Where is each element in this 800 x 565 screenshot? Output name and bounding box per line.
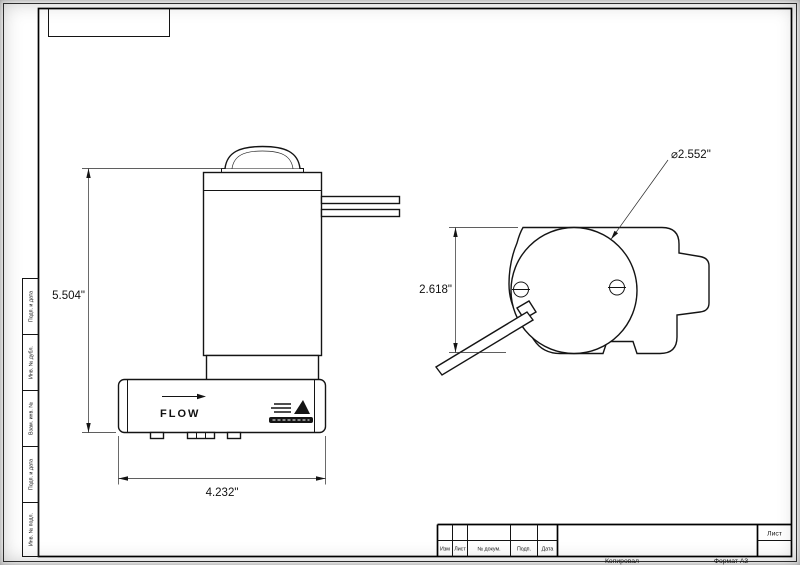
lever-rod bbox=[434, 311, 535, 376]
foot-tab bbox=[186, 431, 216, 440]
sheet-frame: Подп. и дата Инв. № дубл. Взам. инв. № П… bbox=[3, 3, 797, 565]
tb-col-izm: Изм bbox=[440, 547, 450, 553]
dim-diameter-value: ⌀2.552" bbox=[671, 149, 711, 161]
tb-sheet-label: Лист bbox=[767, 531, 782, 538]
tb-col-podp: Подп. bbox=[517, 547, 531, 553]
dimension-height-front: 5.504" bbox=[52, 168, 224, 433]
pump-motor-can bbox=[202, 171, 323, 357]
dimension-width-front: 4.232" bbox=[118, 436, 326, 499]
left-margin-column: Подп. и дата Инв. № дубл. Взам. инв. № П… bbox=[22, 278, 39, 557]
margin-label: Подп. и дата bbox=[29, 459, 35, 490]
copy-label: Копировал bbox=[605, 558, 639, 565]
dim-width-value: 4.232" bbox=[206, 487, 239, 499]
side-view bbox=[434, 226, 710, 376]
dimension-diameter: ⌀2.552" bbox=[610, 149, 711, 240]
topleft-box bbox=[48, 8, 170, 37]
outlet-fitting-top bbox=[320, 195, 401, 205]
tb-col-list: Лист bbox=[454, 547, 466, 553]
foot-tab bbox=[226, 431, 242, 440]
dimension-height-side: 2.618" bbox=[419, 227, 518, 353]
pump-base-housing bbox=[117, 378, 327, 434]
flow-arrow-head bbox=[197, 393, 206, 400]
bore-circle bbox=[510, 226, 638, 355]
title-block: Изм Лист № докум. Подп. Дата Лист bbox=[436, 523, 792, 557]
format-label: Формат A3 bbox=[714, 558, 749, 565]
outer-border bbox=[3, 3, 797, 562]
dim-side-height-value: 2.618" bbox=[419, 284, 452, 296]
tb-col-docnum: № докум. bbox=[477, 547, 500, 553]
pump-dome-cap bbox=[224, 145, 301, 169]
tb-col-data: Дата bbox=[542, 547, 554, 553]
aeromotive-logo-icon bbox=[269, 400, 313, 423]
margin-label: Взам. инв. № bbox=[29, 402, 35, 435]
margin-label: Подп. и дата bbox=[29, 291, 35, 322]
pump-mid-section bbox=[205, 354, 320, 381]
dim-height-value: 5.504" bbox=[52, 290, 85, 302]
flow-label: FLOW bbox=[160, 408, 200, 420]
margin-label: Инв. № дубл. bbox=[29, 346, 35, 379]
outlet-fitting-bottom bbox=[320, 208, 401, 218]
front-view: FLOW bbox=[117, 145, 401, 440]
margin-label: Инв. № подл. bbox=[29, 513, 35, 546]
foot-tab bbox=[149, 431, 165, 440]
